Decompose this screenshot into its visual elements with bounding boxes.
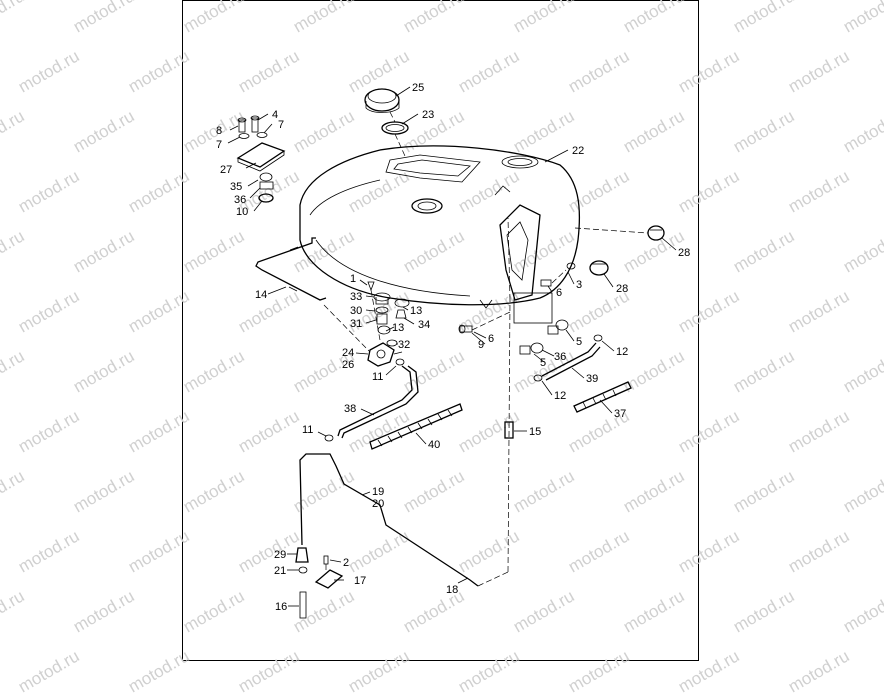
callout-8: 8 [216, 125, 222, 137]
tank-plug-right [647, 225, 665, 241]
vent-fitting [504, 421, 514, 439]
callout-27: 27 [220, 164, 232, 176]
callout-32: 32 [398, 339, 410, 351]
callout-29: 29 [274, 549, 286, 561]
fuel-petcock [367, 342, 405, 367]
callout-9: 9 [478, 339, 484, 351]
callout-20: 20 [372, 498, 384, 510]
callout-24: 24 [342, 347, 354, 359]
callout-38: 38 [344, 403, 356, 415]
callout-18: 18 [446, 584, 458, 596]
cable-end-fittings [295, 547, 309, 619]
tank-plug-lower [589, 260, 609, 276]
callout-13-left: 13 [392, 322, 404, 334]
callout-14: 14 [255, 289, 267, 301]
vent-cable [299, 453, 479, 587]
front-mount-hardware [236, 115, 286, 203]
callout-40: 40 [428, 439, 440, 451]
callout-37: 37 [614, 408, 626, 420]
callout-4: 4 [272, 109, 278, 121]
callout-19: 19 [372, 486, 384, 498]
fuel-cap [364, 88, 400, 113]
callout-5-right: 5 [576, 336, 582, 348]
callout-39: 39 [586, 373, 598, 385]
callout-1: 1 [350, 273, 356, 285]
callout-22: 22 [572, 145, 584, 157]
callout-36-lower: 36 [554, 351, 566, 363]
fuel-line [337, 365, 419, 439]
callout-11-lower: 11 [302, 424, 313, 436]
callout-11-upper: 11 [372, 371, 383, 383]
callout-6-lower: 6 [488, 333, 494, 345]
callout-12-lower: 12 [554, 390, 566, 402]
callout-21: 21 [274, 565, 286, 577]
callout-35: 35 [230, 181, 242, 193]
callout-6-upper: 6 [556, 287, 562, 299]
callout-28-lower: 28 [616, 283, 628, 295]
rear-bushings [519, 319, 569, 355]
fuel-tank [299, 145, 581, 324]
fuel-tank-exploded-diagram: 25 23 22 28 28 8 4 7 7 27 35 36 10 1 33 … [216, 82, 690, 619]
callout-34: 34 [418, 319, 430, 331]
callout-33: 33 [350, 291, 362, 303]
callout-31: 31 [350, 318, 362, 330]
callout-7-right: 7 [278, 119, 284, 131]
vent-line [533, 334, 603, 382]
callout-28-top: 28 [678, 247, 690, 259]
callout-25: 25 [412, 82, 424, 94]
vent-hose-spring [573, 381, 632, 413]
callout-10: 10 [236, 206, 248, 218]
cap-gasket [381, 121, 409, 135]
callout-7-left: 7 [216, 139, 222, 151]
callout-13-right: 13 [410, 305, 422, 317]
callout-labels: 25 23 22 28 28 8 4 7 7 27 35 36 10 1 33 … [216, 82, 690, 613]
cable-bracket [314, 555, 344, 589]
leader-lines [227, 86, 677, 607]
callout-3: 3 [576, 279, 582, 291]
callout-26: 26 [342, 359, 354, 371]
callout-16: 16 [275, 601, 287, 613]
callout-17: 17 [354, 575, 366, 587]
side-mount-hardware [458, 262, 576, 334]
callout-15: 15 [529, 426, 541, 438]
hose-clamp-left [324, 434, 334, 442]
callout-5-left: 5 [540, 357, 546, 369]
diagram-frame [182, 0, 699, 661]
callout-12-upper: 12 [616, 346, 628, 358]
callout-23: 23 [422, 109, 434, 121]
fuel-valve-stack [367, 281, 410, 347]
callout-30: 30 [350, 305, 362, 317]
callout-36-top: 36 [234, 194, 246, 206]
petcock-rod [255, 237, 327, 301]
callout-2: 2 [343, 557, 349, 569]
fuel-hose-braided [369, 403, 463, 450]
